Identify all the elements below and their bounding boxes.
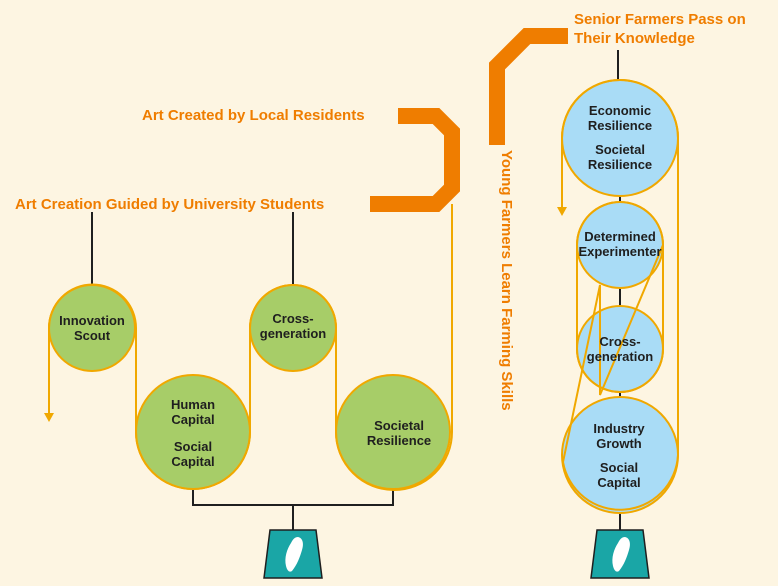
flow-line-left	[48, 204, 453, 491]
flow-arrowhead-right	[557, 207, 567, 216]
text-line: Societal	[595, 142, 645, 157]
text-line: Economic	[588, 103, 652, 118]
text-line: Capital	[171, 454, 215, 469]
text-industry-social-capital: Industry Growth Social Capital	[593, 421, 644, 490]
taiwan-base-right	[590, 529, 650, 579]
base-connector-left	[192, 489, 394, 506]
text-line: Resilience	[366, 433, 432, 448]
text-innovation-scout: Innovation Scout	[59, 313, 125, 343]
text-line: Cross-	[599, 334, 641, 349]
taiwan-map-icon	[285, 537, 303, 572]
text-line: Capital	[597, 475, 641, 490]
text-line: Growth	[596, 436, 642, 451]
text-line: Resilience	[587, 157, 653, 172]
text-cross-generation-right: Cross- generation	[587, 334, 653, 364]
text-determined-experimenter: Determined Experimenter	[578, 229, 661, 259]
label-art-local-residents: Art Created by Local Residents	[142, 107, 365, 124]
text-line: Social	[599, 460, 639, 475]
text-line: generation	[259, 326, 327, 341]
text-line: Determined	[584, 229, 656, 244]
taiwan-map-icon	[612, 537, 630, 572]
taiwan-base-left	[263, 529, 323, 579]
text-human-social-capital: Human Capital Social Capital	[171, 397, 215, 469]
orange-bracket-left	[370, 108, 460, 212]
text-line: Experimenter	[578, 244, 662, 259]
flow-arrowhead-left	[44, 413, 54, 422]
text-line: Capital	[171, 412, 215, 427]
text-economic-societal-resilience: Economic Resilience Societal Resilience	[588, 103, 652, 172]
text-line: Scout	[73, 328, 111, 343]
text-line: Societal	[374, 418, 424, 433]
label-young-farmers: Young Farmers Learn Farming Skills	[498, 150, 515, 411]
text-line: Industry	[593, 421, 645, 436]
label-art-university-students: Art Creation Guided by University Studen…	[15, 196, 325, 213]
label-senior-farmers-line1: Senior Farmers Pass on	[574, 11, 746, 28]
text-line: Cross-	[272, 311, 314, 326]
label-senior-farmers-line2: Their Knowledge	[574, 30, 695, 47]
orange-bracket-right	[489, 28, 568, 145]
text-societal-resilience-left: Societal Resilience	[367, 418, 431, 448]
flow-line-right-top	[561, 79, 679, 210]
text-line: Innovation	[59, 313, 125, 328]
text-cross-generation-left: Cross- generation	[260, 311, 326, 341]
text-line: Social	[173, 439, 213, 454]
text-line: generation	[586, 349, 654, 364]
text-line: Resilience	[587, 118, 653, 133]
text-line: Human	[170, 397, 216, 412]
flow-line-right	[561, 138, 679, 511]
